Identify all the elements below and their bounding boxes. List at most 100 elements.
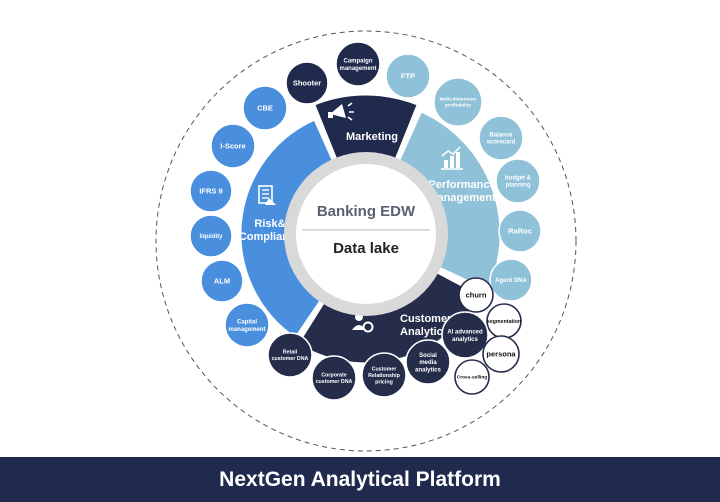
bubble-label-line: Relationship: [368, 373, 401, 379]
bubble-circle: [210, 123, 256, 169]
bubble-label-line: Corporate: [321, 373, 346, 379]
bubble-label: churn: [466, 291, 487, 300]
segment-label: Marketing: [346, 131, 398, 143]
bubble-label-line: CBE: [257, 104, 273, 113]
bubble-label-line: pricing: [375, 380, 393, 386]
bubble-label-line: Balance: [489, 132, 513, 138]
bubble-circle: [267, 332, 313, 378]
bubble-label-line: Campaign: [343, 59, 372, 65]
bubble-circle: [385, 53, 431, 99]
bubble-circle: [498, 209, 542, 253]
bubble-label-line: FTP: [401, 72, 415, 81]
bubble-cross-selling: Cross-selling: [454, 359, 490, 395]
bubble-label: Agent DNA: [495, 278, 527, 284]
bubble-alm: ALM: [200, 259, 244, 303]
bubble-label-line: liquidity: [200, 234, 224, 240]
bubble-circle: [441, 311, 489, 359]
bubble-label-line: churn: [466, 291, 487, 300]
bubble-raroc: RaRoc: [498, 209, 542, 253]
segment-label-line: Risk&: [254, 218, 285, 230]
bar-chart-icon: [441, 146, 463, 170]
bubble-label-line: media: [419, 360, 437, 366]
bubble-label-line: AI advanced: [447, 330, 483, 336]
bubble-label-line: I-Score: [220, 142, 245, 151]
bubble-label-line: customer DNA: [272, 356, 309, 362]
bubble-persona: persona: [482, 335, 520, 373]
bubble-label: liquidity: [200, 234, 224, 240]
bubble-circle: [224, 302, 270, 348]
bubble-label-line: Cross-selling: [457, 375, 487, 381]
bubble-shooter: Shooter: [285, 61, 329, 105]
segment-label-line: Marketing: [346, 131, 398, 143]
bubble-label-line: ALM: [214, 277, 230, 286]
bubble-circle: [361, 352, 407, 398]
bubble-label-line: Capital: [237, 320, 257, 326]
bubble-label-line: RaRoc: [508, 227, 532, 236]
bubble-circle: [200, 259, 244, 303]
bubble-churn: churn: [458, 277, 494, 313]
bubble-label: segmentation: [487, 319, 521, 325]
platform-title: NextGen Analytical Platform: [219, 468, 501, 491]
segment-label-line: Management: [428, 192, 496, 204]
center-title: Banking EDW: [317, 203, 416, 220]
center-layer: Banking EDW Data lake: [284, 152, 448, 316]
bubble-circle: [242, 85, 288, 131]
bubble-label-line: Multi-dimension: [440, 97, 477, 103]
bubble-label-line: Social: [419, 353, 437, 359]
bubble-circle: [482, 335, 520, 373]
bubble-label-line: management: [339, 66, 376, 72]
bubble-label-line: persona: [486, 350, 516, 359]
bubble-label: Shooter: [293, 79, 321, 88]
footer-bar: [0, 457, 720, 502]
bubble-label-line: planning: [506, 183, 531, 189]
bubble-label: ALM: [214, 277, 230, 286]
bubble-circle: [335, 41, 381, 87]
megaphone-icon: [328, 102, 354, 121]
bubble-label-line: management: [228, 327, 265, 333]
bubble-label: FTP: [401, 72, 415, 81]
bubble-label: Cross-selling: [457, 375, 487, 381]
bubble-ifrs-9: IFRS 9: [189, 169, 233, 213]
bubble-label: persona: [486, 350, 516, 359]
bubble-label: budget & planning: [505, 175, 532, 188]
segment-label-line: Customer: [400, 313, 452, 325]
bubble-label-line: Retail: [283, 350, 298, 356]
bubble-label-line: analytics: [415, 367, 441, 373]
bubble-liquidity: liquidity: [189, 214, 233, 258]
bubble-i-score: I-Score: [210, 123, 256, 169]
bubble-circle: [478, 115, 524, 161]
bubble-circle: [458, 277, 494, 313]
bubble-label-line: IFRS 9: [199, 187, 222, 196]
bubble-ftp: FTP: [385, 53, 431, 99]
center-subtitle: Data lake: [333, 240, 399, 257]
bubble-label-line: budget &: [505, 175, 532, 181]
bubble-circle: [189, 214, 233, 258]
bubble-circle: [489, 258, 533, 302]
segment-label-line: Analytics: [400, 326, 449, 338]
risk-document-icon: [258, 185, 276, 205]
bubble-label-line: Shooter: [293, 79, 321, 88]
outer-dashed-ring: [155, 30, 577, 452]
bubble-label: CBE: [257, 104, 273, 113]
bubble-label: RaRoc: [508, 227, 532, 236]
